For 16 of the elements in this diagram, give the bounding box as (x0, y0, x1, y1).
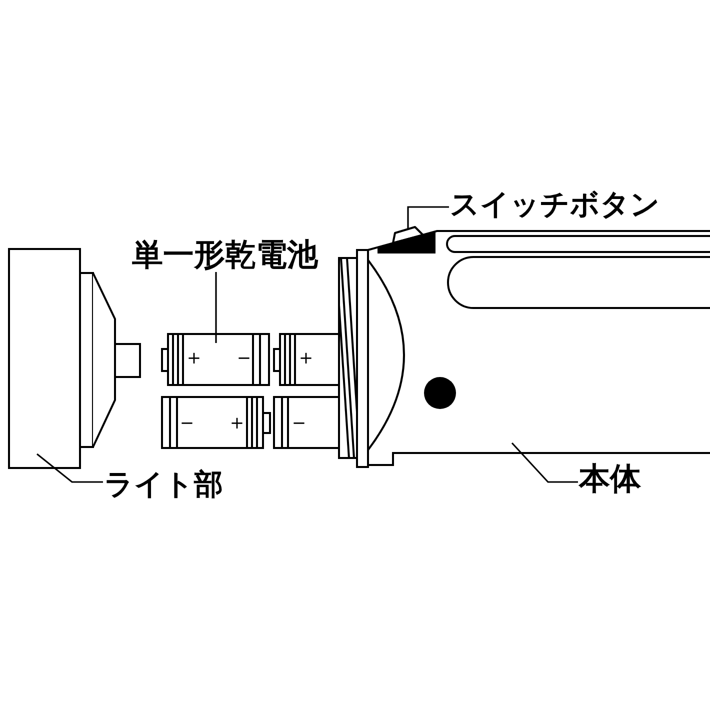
polarity-sign: + (298, 350, 314, 368)
polarity-sign: − (180, 416, 194, 432)
leader-line (215, 272, 217, 343)
leader-line (407, 206, 449, 229)
part-label: スイッチボタン (450, 190, 660, 219)
part-label: ライト部 (104, 470, 223, 499)
battery-drawing (160, 332, 271, 387)
leader-line (36, 453, 103, 483)
leader-line (511, 442, 578, 483)
polarity-sign: − (292, 416, 306, 432)
part-label: 単一形乾電池 (132, 240, 318, 271)
light-housing-box (8, 248, 81, 469)
part-label: 本体 (579, 464, 641, 495)
polarity-sign: − (236, 350, 252, 368)
polarity-sign: + (230, 416, 244, 432)
polarity-sign: + (186, 350, 202, 368)
